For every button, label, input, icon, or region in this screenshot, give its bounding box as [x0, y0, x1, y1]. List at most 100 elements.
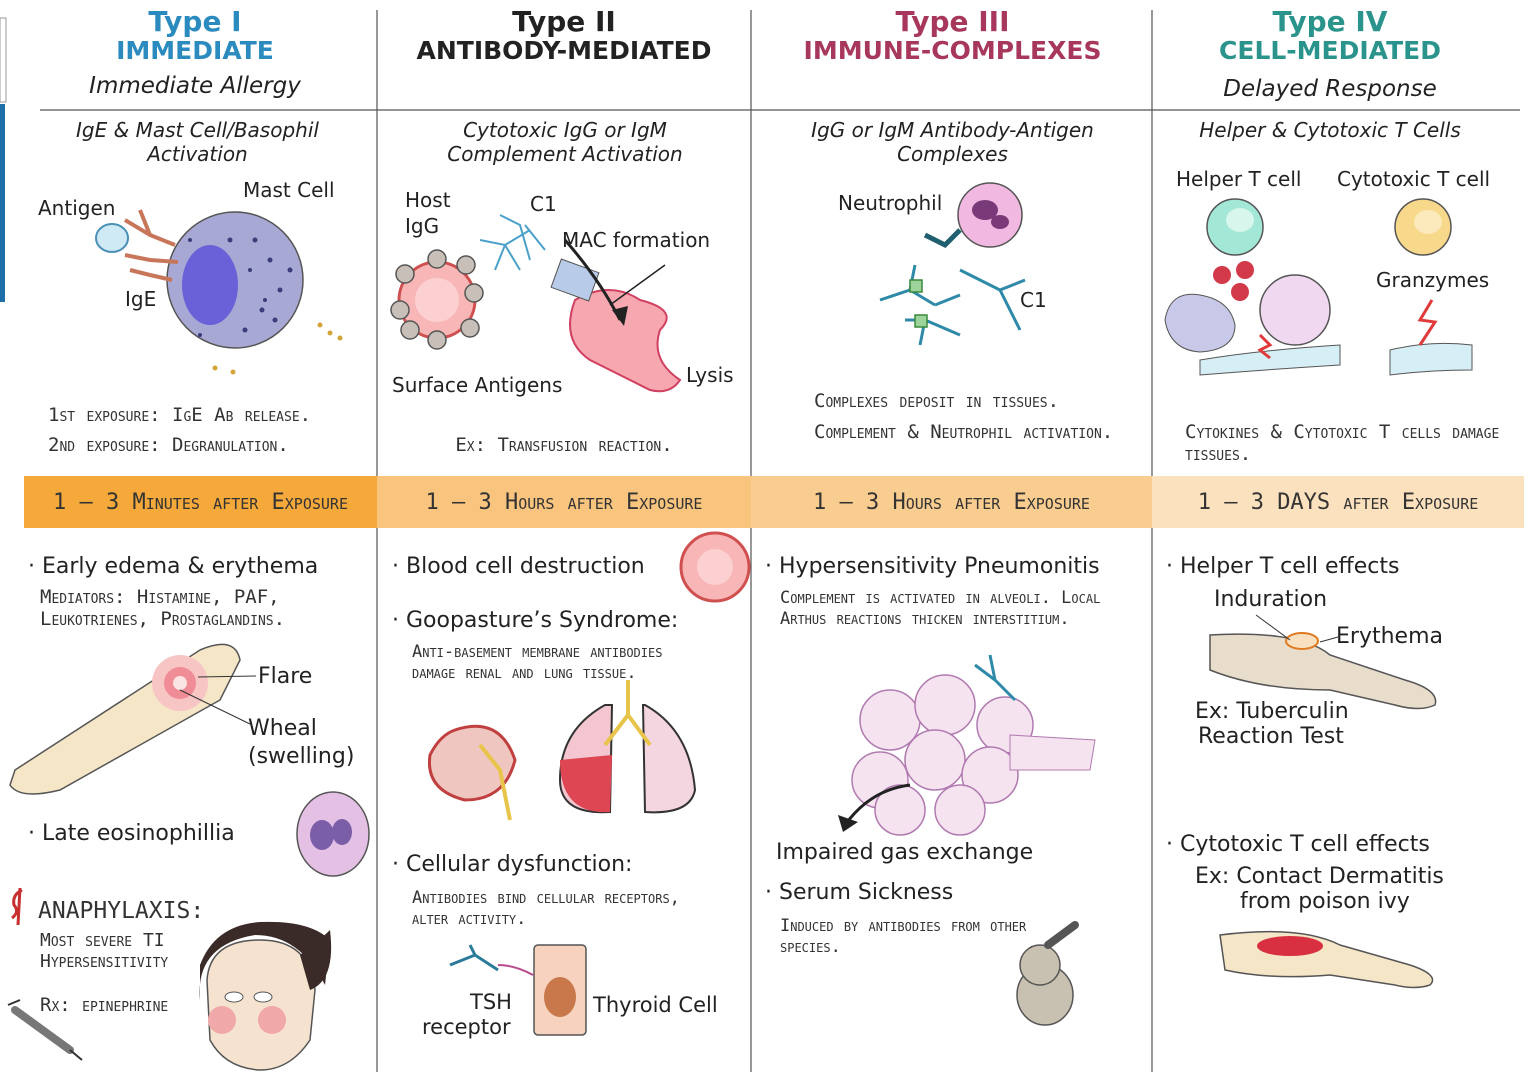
timing-type3: 1 – 3 Hours after Exposure	[751, 476, 1152, 528]
type4-note: Cytokines & Cytotoxic T cells damage tis…	[1185, 421, 1500, 465]
type1-note-2: 2nd exposure: Degranulation.	[48, 434, 289, 456]
anaphylaxis-face-illustration	[199, 921, 332, 1071]
induration-label: Induration	[1214, 587, 1328, 612]
caduceus-icon	[11, 887, 23, 926]
thyroid-cell-illustration	[449, 944, 587, 1036]
type1-effect-2: · Late eosinophillia	[28, 821, 235, 846]
tsh-label: TSH	[470, 990, 512, 1014]
edge-bar	[0, 104, 5, 302]
type3-effect-2-text: Serum Sickness	[779, 880, 954, 905]
helper-t-cell-label: Helper T cell	[1176, 167, 1302, 191]
ige-label: IgE	[125, 287, 157, 311]
mac-formation-label: MAC formation	[562, 228, 711, 252]
type2-effect-2-desc: Anti-basement membrane antibodies damage…	[412, 642, 663, 683]
neutrophil-illustration	[957, 182, 1023, 248]
antigen-label: Antigen	[38, 196, 116, 220]
type1-title: Type I	[148, 5, 242, 38]
type2-effect-2-text: Goopasture’s Syndrome:	[406, 608, 679, 633]
alveoli-illustration	[838, 654, 1096, 836]
host-label: Host	[405, 188, 451, 212]
thyroid-cell-label: Thyroid Cell	[593, 993, 718, 1017]
edge-panel	[0, 17, 7, 103]
antibody-c1-illustration	[479, 214, 546, 271]
dermatitis-example-2: from poison ivy	[1240, 889, 1410, 914]
timing-type4: 1 – 3 DAYS after Exposure	[1152, 476, 1524, 528]
type3-mechanism: IgG or IgM Antibody-Antigen Complexes	[811, 118, 1094, 166]
type2-note: Ex: Transfusion reaction.	[455, 434, 673, 456]
rabbit-illustration	[1016, 921, 1079, 1026]
dermatitis-example-1: Ex: Contact Dermatitis	[1195, 864, 1444, 889]
type2-subtitle: ANTIBODY-MEDIATED	[416, 36, 712, 65]
dermatitis-arm-illustration	[1219, 930, 1434, 989]
type3-subtitle: IMMUNE-COMPLEXES	[803, 36, 1102, 65]
immune-complex-illustration	[879, 228, 1026, 346]
lysis-illustration	[550, 239, 682, 393]
epipen-illustration	[7, 999, 83, 1061]
antigen-ige-illustration	[95, 209, 179, 282]
flare-label: Flare	[258, 664, 313, 689]
receptor-label: receptor	[422, 1015, 511, 1039]
lysis-label: Lysis	[686, 363, 734, 387]
igg-label: IgG	[405, 214, 440, 238]
type3-effect-1: · Hypersensitivity Pneumonitis	[765, 554, 1100, 579]
timing-type1: 1 – 3 Minutes after Exposure	[24, 476, 377, 528]
type2-effect-2: · Goopasture’s Syndrome:	[392, 608, 679, 633]
type4-description: Delayed Response	[1223, 76, 1437, 102]
type2-effect-3-text: Cellular dysfunction:	[406, 852, 633, 877]
c1-label-type2: C1	[530, 192, 557, 216]
host-cell-illustration	[390, 249, 484, 350]
granzyme-illustration	[1389, 299, 1473, 376]
type1-description: Immediate Allergy	[89, 73, 301, 99]
mast-cell-label: Mast Cell	[243, 178, 335, 202]
type3-effect-2-desc: Induced by antibodies from other species…	[780, 916, 1027, 957]
type1-note-1: 1st exposure: IgE Ab release.	[48, 404, 312, 426]
anaphylaxis-heading: ANAPHYLAXIS:	[38, 898, 205, 924]
wheal-label: Wheal	[248, 716, 317, 741]
mast-cell-illustration	[166, 211, 343, 375]
surface-antigens-label: Surface Antigens	[392, 373, 563, 397]
cytotoxic-t-cell-label: Cytotoxic T cell	[1337, 167, 1491, 191]
helper-t-cell-illustration	[1206, 198, 1264, 256]
rx-epinephrine: Rx: epinephrine	[40, 994, 169, 1016]
type3-effect-1-text: Hypersensitivity Pneumonitis	[779, 554, 1100, 579]
type3-note-2: Complement & Neutrophil activation.	[814, 421, 1114, 443]
type2-effect-3-desc: Antibodies bind cellular receptors, alte…	[412, 888, 680, 929]
type1-mediators: Mediators: Histamine, PAF, Leukotrienes,…	[40, 586, 286, 630]
column-dividers	[40, 10, 1520, 1072]
timing-type2: 1 – 3 Hours after Exposure	[377, 476, 751, 528]
type2-title: Type II	[512, 5, 616, 38]
type2-effect-1-text: Blood cell destruction	[406, 554, 645, 579]
erythema-label: Erythema	[1336, 624, 1443, 649]
c1-label-type3: C1	[1020, 288, 1047, 312]
tuberculin-arm-illustration	[1209, 614, 1437, 710]
type4-subtitle: CELL-MEDIATED	[1219, 36, 1441, 65]
type4-effect-1-text: Helper T cell effects	[1180, 554, 1400, 579]
red-blood-cell-icon	[679, 531, 751, 603]
type1-effect-2-text: Late eosinophillia	[42, 821, 235, 846]
type4-mechanism: Helper & Cytotoxic T Cells	[1199, 118, 1461, 142]
granzymes-label: Granzymes	[1376, 268, 1490, 292]
type3-note-1: Complexes deposit in tissues.	[814, 390, 1060, 412]
type1-effect-1: · Early edema & erythema	[28, 554, 319, 579]
cytotoxic-t-cell-illustration	[1394, 198, 1452, 256]
type4-effect-2: · Cytotoxic T cell effects	[1166, 832, 1430, 857]
type4-title: Type IV	[1272, 5, 1388, 38]
anaphylaxis-description: Most severe TI Hypersensitivity	[40, 930, 169, 972]
type4-effect-1: · Helper T cell effects	[1166, 554, 1400, 579]
eosinophil-illustration	[296, 791, 370, 877]
tuberculin-example-2: Reaction Test	[1198, 724, 1344, 749]
type1-mechanism: IgE & Mast Cell/Basophil Activation	[76, 118, 319, 166]
swelling-label: (swelling)	[248, 744, 355, 769]
type3-title: Type III	[895, 5, 1010, 38]
cytokine-illustration	[1164, 261, 1341, 376]
finger-flare-illustration	[9, 643, 257, 795]
lung-illustration	[558, 680, 697, 814]
impaired-gas-label: Impaired gas exchange	[776, 840, 1034, 865]
tuberculin-example-1: Ex: Tuberculin	[1195, 699, 1349, 724]
type3-effect-2: · Serum Sickness	[765, 880, 954, 905]
type1-subtitle: IMMEDIATE	[116, 36, 274, 65]
kidney-illustration	[427, 724, 517, 821]
neutrophil-label: Neutrophil	[838, 191, 943, 215]
